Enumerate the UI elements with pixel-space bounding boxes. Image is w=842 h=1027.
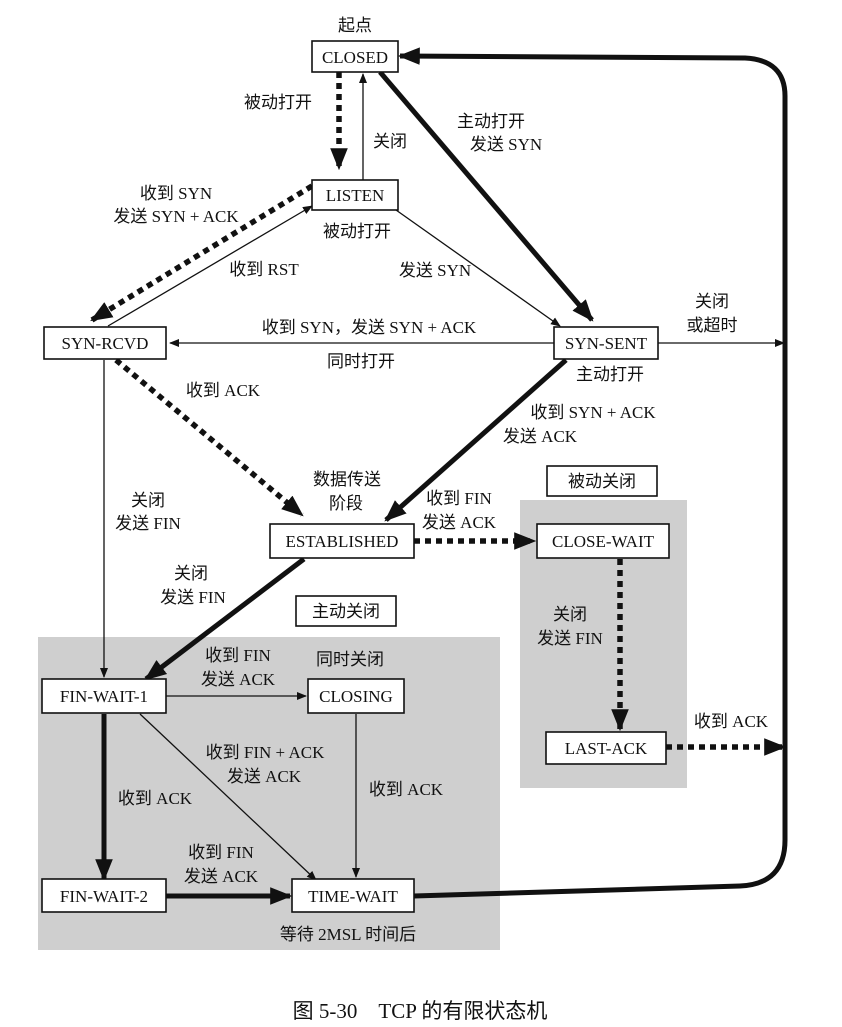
state-syn-rcvd-box <box>43 326 167 360</box>
label-established-close: 关闭 <box>174 564 208 583</box>
label-simul-close: 同时关闭 <box>316 650 384 669</box>
label-wait-2msl: 等待 2MSL 时间后 <box>280 925 416 944</box>
label-closing-recv-ack: 收到 ACK <box>369 780 444 799</box>
label-start: 起点 <box>338 16 372 35</box>
state-close-wait: CLOSE-WAIT <box>552 532 655 551</box>
passive-close-title-box <box>546 465 658 497</box>
label-syn-rcvd-send-fin: 发送 FIN <box>115 514 181 533</box>
state-last-ack-box <box>545 731 667 765</box>
passive-close-title: 被动关闭 <box>568 472 636 491</box>
arrow-listen-syn-rcvd <box>90 183 314 323</box>
arrow-active-open <box>378 70 594 322</box>
arrow-syn-sent-established <box>384 358 568 522</box>
label-recv-fin-ack: 收到 FIN + ACK <box>206 743 325 762</box>
active-close-title-box <box>295 595 397 627</box>
label-close-or-timeout-1: 关闭 <box>695 292 729 311</box>
label-recv-syn: 收到 SYN <box>140 184 212 203</box>
label-simul-recv: 收到 SYN，发送 SYN + ACK <box>262 318 477 337</box>
label-active-open-send-syn: 发送 SYN <box>470 135 542 154</box>
label-last-ack-recv-ack: 收到 ACK <box>694 712 769 731</box>
label-recv-synack-send-ack: 发送 ACK <box>503 427 578 446</box>
label-active-open: 主动打开 <box>457 112 525 131</box>
label-established-send-ack: 发送 ACK <box>422 513 497 532</box>
state-closed: CLOSED <box>322 48 388 67</box>
arrow-time-wait-closed <box>397 47 788 899</box>
state-fin-wait-2: FIN-WAIT-2 <box>60 887 148 906</box>
state-time-wait-box <box>291 878 415 913</box>
label-recv-synack: 收到 SYN + ACK <box>530 403 656 422</box>
label-close-wait-send-fin: 发送 FIN <box>537 629 603 648</box>
label-data-transfer-2: 阶段 <box>329 494 363 513</box>
state-syn-rcvd: SYN-RCVD <box>62 334 149 353</box>
label-recv-fin-ack-send-ack: 发送 ACK <box>227 767 302 786</box>
label-fin-wait-1-recv-ack: 收到 ACK <box>118 789 193 808</box>
label-close: 关闭 <box>373 132 407 151</box>
state-closing-box <box>307 678 405 714</box>
arrow-fin-wait-1-time-wait <box>139 713 317 881</box>
label-fin-wait-1-send-ack: 发送 ACK <box>201 670 276 689</box>
state-closed-box <box>311 40 399 73</box>
label-recv-rst: 收到 RST <box>229 260 299 279</box>
label-syn-sent-active-open: 主动打开 <box>576 365 644 384</box>
active-close-title: 主动关闭 <box>312 602 380 621</box>
label-send-syn: 发送 SYN <box>399 261 471 280</box>
state-fin-wait-2-box <box>41 878 167 913</box>
label-syn-rcvd-close: 关闭 <box>131 491 165 510</box>
label-send-synack: 发送 SYN + ACK <box>113 207 239 226</box>
arrow-syn-rcvd-established <box>114 357 304 518</box>
state-listen-box <box>311 179 399 211</box>
label-established-recv-fin: 收到 FIN <box>426 489 492 508</box>
label-established-send-fin: 发送 FIN <box>160 588 226 607</box>
label-fin-wait-1-recv-fin: 收到 FIN <box>205 646 271 665</box>
state-established: ESTABLISHED <box>286 532 399 551</box>
label-simul-open: 同时打开 <box>327 352 395 371</box>
label-close-or-timeout-2: 或超时 <box>687 316 738 335</box>
state-listen: LISTEN <box>326 186 385 205</box>
figure-caption: 图 5-30 TCP 的有限状态机 <box>293 999 548 1023</box>
state-time-wait: TIME-WAIT <box>308 887 398 906</box>
arrow-recv-rst <box>107 205 313 327</box>
label-recv-ack-1: 收到 ACK <box>186 381 261 400</box>
label-passive-open: 被动打开 <box>244 93 312 112</box>
label-listen-passive-open: 被动打开 <box>323 222 391 241</box>
arrow-listen-send-syn <box>395 209 561 327</box>
label-fin-wait-2-send-ack: 发送 ACK <box>184 867 259 886</box>
label-close-wait-close: 关闭 <box>553 605 587 624</box>
state-fin-wait-1: FIN-WAIT-1 <box>60 687 148 706</box>
state-syn-sent: SYN-SENT <box>565 334 648 353</box>
state-syn-sent-box <box>553 326 659 360</box>
state-established-box <box>269 523 415 559</box>
state-closing: CLOSING <box>319 687 393 706</box>
label-data-transfer-1: 数据传送 <box>313 470 381 489</box>
state-close-wait-box <box>536 523 670 559</box>
label-fin-wait-2-recv-fin: 收到 FIN <box>188 843 254 862</box>
state-fin-wait-1-box <box>41 678 167 714</box>
arrow-established-fin-wait-1 <box>144 557 306 681</box>
state-last-ack: LAST-ACK <box>565 739 648 758</box>
